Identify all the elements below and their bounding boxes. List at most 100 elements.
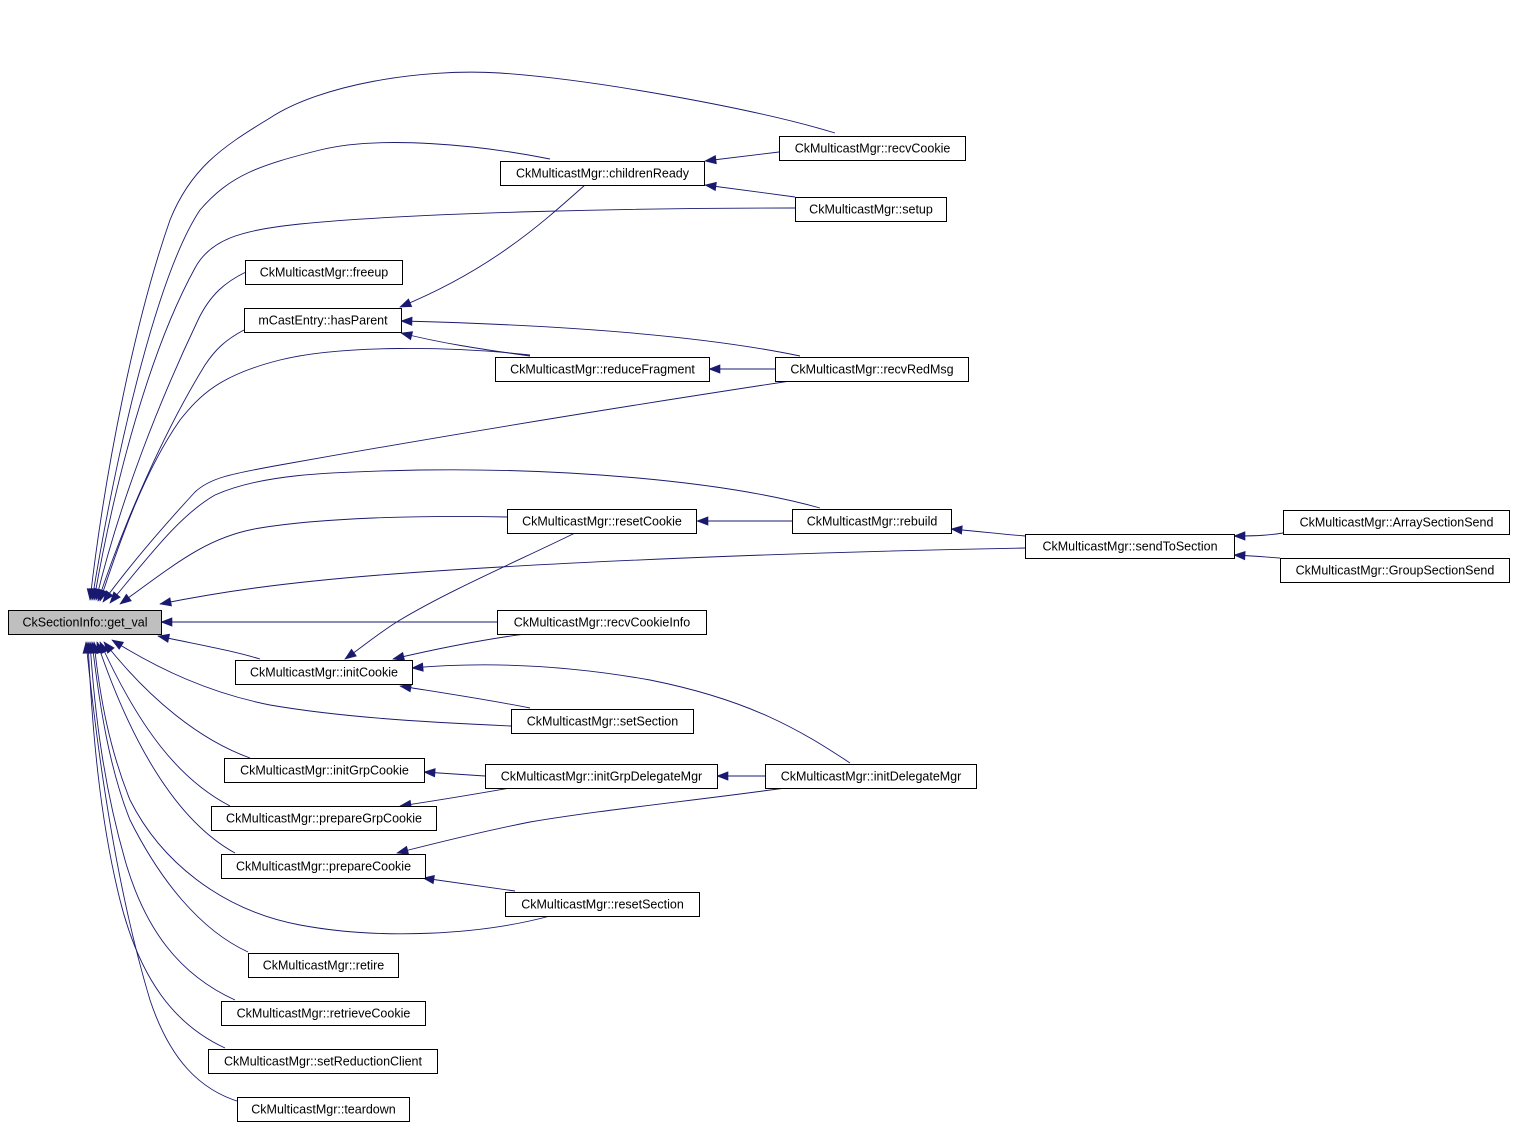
edge-setSection-to-initCookie bbox=[399, 683, 531, 709]
nodes-layer: CkSectionInfo::get_valCkMulticastMgr::re… bbox=[8, 136, 1510, 1122]
edge-initGrpDelegateMgr-to-initGrpCookie bbox=[423, 768, 486, 778]
node-freeup[interactable]: CkMulticastMgr::freeup bbox=[245, 260, 403, 285]
node-box bbox=[485, 764, 718, 789]
edge-line bbox=[704, 184, 796, 198]
edge-setReductionClient-to-get_val bbox=[83, 641, 226, 1049]
edge-line bbox=[399, 685, 531, 709]
node-setup[interactable]: CkMulticastMgr::setup bbox=[795, 197, 947, 222]
edge-line bbox=[89, 641, 236, 1001]
node-label: CkMulticastMgr::freeup bbox=[260, 266, 389, 280]
node-ArraySectionSend[interactable]: CkMulticastMgr::ArraySectionSend bbox=[1283, 510, 1510, 535]
node-retire[interactable]: CkMulticastMgr::retire bbox=[248, 953, 399, 978]
node-recvCookieInfo[interactable]: CkMulticastMgr::recvCookieInfo bbox=[497, 610, 707, 635]
edge-line bbox=[159, 547, 1026, 605]
node-box bbox=[224, 758, 425, 783]
node-box bbox=[1283, 510, 1510, 535]
arrowhead bbox=[716, 771, 729, 781]
node-GroupSectionSend[interactable]: CkMulticastMgr::GroupSectionSend bbox=[1280, 558, 1510, 583]
edge-line bbox=[103, 641, 251, 759]
edge-line bbox=[392, 633, 526, 660]
node-label: CkMulticastMgr::setSection bbox=[527, 715, 678, 729]
edge-recvRedMsg-to-get_val bbox=[102, 380, 791, 603]
arrowhead bbox=[696, 516, 709, 526]
edge-rebuild-to-resetCookie bbox=[696, 516, 792, 526]
arrowhead bbox=[157, 633, 171, 643]
node-initGrpDelegateMgr[interactable]: CkMulticastMgr::initGrpDelegateMgr bbox=[485, 764, 718, 789]
edge-rebuild-to-get_val bbox=[109, 469, 821, 604]
edge-recvRedMsg-to-reduceFragment bbox=[708, 364, 775, 374]
node-box bbox=[500, 161, 705, 186]
node-retrieveCookie[interactable]: CkMulticastMgr::retrieveCookie bbox=[221, 1001, 426, 1026]
node-label: CkMulticastMgr::sendToSection bbox=[1042, 540, 1217, 554]
edge-line bbox=[87, 641, 226, 1049]
edge-line bbox=[422, 877, 516, 892]
arrowhead bbox=[119, 593, 132, 605]
node-box bbox=[1025, 534, 1235, 559]
edge-line bbox=[99, 348, 531, 602]
edge-line bbox=[157, 635, 261, 660]
edge-line bbox=[97, 329, 245, 602]
node-teardown[interactable]: CkMulticastMgr::teardown bbox=[237, 1097, 410, 1122]
node-prepareCookie[interactable]: CkMulticastMgr::prepareCookie bbox=[221, 854, 426, 879]
node-box bbox=[497, 610, 707, 635]
node-prepareGrpCookie[interactable]: CkMulticastMgr::prepareGrpCookie bbox=[211, 806, 437, 831]
node-resetSection[interactable]: CkMulticastMgr::resetSection bbox=[505, 892, 700, 917]
arrowhead bbox=[1233, 550, 1246, 561]
edge-ArraySectionSend-to-sendToSection bbox=[1233, 531, 1284, 541]
edge-resetSection-to-prepareCookie bbox=[422, 875, 516, 892]
node-recvRedMsg[interactable]: CkMulticastMgr::recvRedMsg bbox=[775, 357, 969, 382]
node-box bbox=[244, 308, 402, 333]
node-box bbox=[208, 1049, 438, 1074]
arrowhead bbox=[82, 641, 92, 654]
edge-resetSection-to-get_val bbox=[90, 641, 551, 935]
edge-setup-to-childrenReady bbox=[704, 181, 796, 198]
node-box bbox=[505, 892, 700, 917]
edge-sendToSection-to-get_val bbox=[159, 547, 1026, 607]
node-box bbox=[221, 854, 426, 879]
edge-line bbox=[89, 71, 836, 601]
edge-recvCookieInfo-to-initCookie bbox=[392, 633, 526, 661]
node-rebuild[interactable]: CkMulticastMgr::rebuild bbox=[792, 509, 952, 534]
node-label: CkMulticastMgr::recvRedMsg bbox=[790, 363, 953, 377]
node-get_val[interactable]: CkSectionInfo::get_val bbox=[8, 610, 162, 635]
arrowhead bbox=[704, 155, 717, 165]
node-sendToSection[interactable]: CkMulticastMgr::sendToSection bbox=[1025, 534, 1235, 559]
edge-line bbox=[111, 639, 512, 727]
node-setReductionClient[interactable]: CkMulticastMgr::setReductionClient bbox=[208, 1049, 438, 1074]
edge-line bbox=[109, 469, 821, 604]
node-initGrpCookie[interactable]: CkMulticastMgr::initGrpCookie bbox=[224, 758, 425, 783]
node-box bbox=[221, 1001, 426, 1026]
node-recvCookie[interactable]: CkMulticastMgr::recvCookie bbox=[779, 136, 966, 161]
edge-line bbox=[411, 664, 851, 764]
arrowhead bbox=[160, 617, 173, 627]
node-box bbox=[248, 953, 399, 978]
arrowhead bbox=[399, 298, 413, 308]
node-initCookie[interactable]: CkMulticastMgr::initCookie bbox=[235, 660, 413, 685]
node-hasParent[interactable]: mCastEntry::hasParent bbox=[244, 308, 402, 333]
node-box bbox=[795, 197, 947, 222]
node-setSection[interactable]: CkMulticastMgr::setSection bbox=[511, 709, 694, 734]
node-box bbox=[245, 260, 403, 285]
node-childrenReady[interactable]: CkMulticastMgr::childrenReady bbox=[500, 161, 705, 186]
node-label: CkMulticastMgr::resetCookie bbox=[522, 515, 682, 529]
node-label: CkMulticastMgr::setReductionClient bbox=[224, 1055, 423, 1069]
edge-setup-to-get_val bbox=[91, 207, 796, 601]
node-box bbox=[775, 357, 969, 382]
node-label: CkMulticastMgr::recvCookie bbox=[795, 142, 951, 156]
node-label: CkMulticastMgr::GroupSectionSend bbox=[1296, 564, 1495, 578]
node-initDelegateMgr[interactable]: CkMulticastMgr::initDelegateMgr bbox=[765, 764, 977, 789]
edge-resetCookie-to-initCookie bbox=[344, 532, 576, 660]
arrowhead bbox=[950, 525, 963, 535]
node-box bbox=[235, 660, 413, 685]
arrowhead bbox=[708, 364, 721, 374]
arrowhead bbox=[392, 651, 406, 661]
edge-sendToSection-to-rebuild bbox=[950, 525, 1026, 537]
edge-reduceFragment-to-hasParent bbox=[400, 331, 531, 357]
node-resetCookie[interactable]: CkMulticastMgr::resetCookie bbox=[507, 509, 697, 534]
edge-initDelegateMgr-to-initCookie bbox=[411, 662, 851, 764]
arrowhead bbox=[411, 662, 424, 672]
node-reduceFragment[interactable]: CkMulticastMgr::reduceFragment bbox=[495, 357, 710, 382]
node-label: CkMulticastMgr::teardown bbox=[251, 1103, 396, 1117]
node-box bbox=[495, 357, 710, 382]
edge-childrenReady-to-hasParent bbox=[399, 184, 586, 308]
